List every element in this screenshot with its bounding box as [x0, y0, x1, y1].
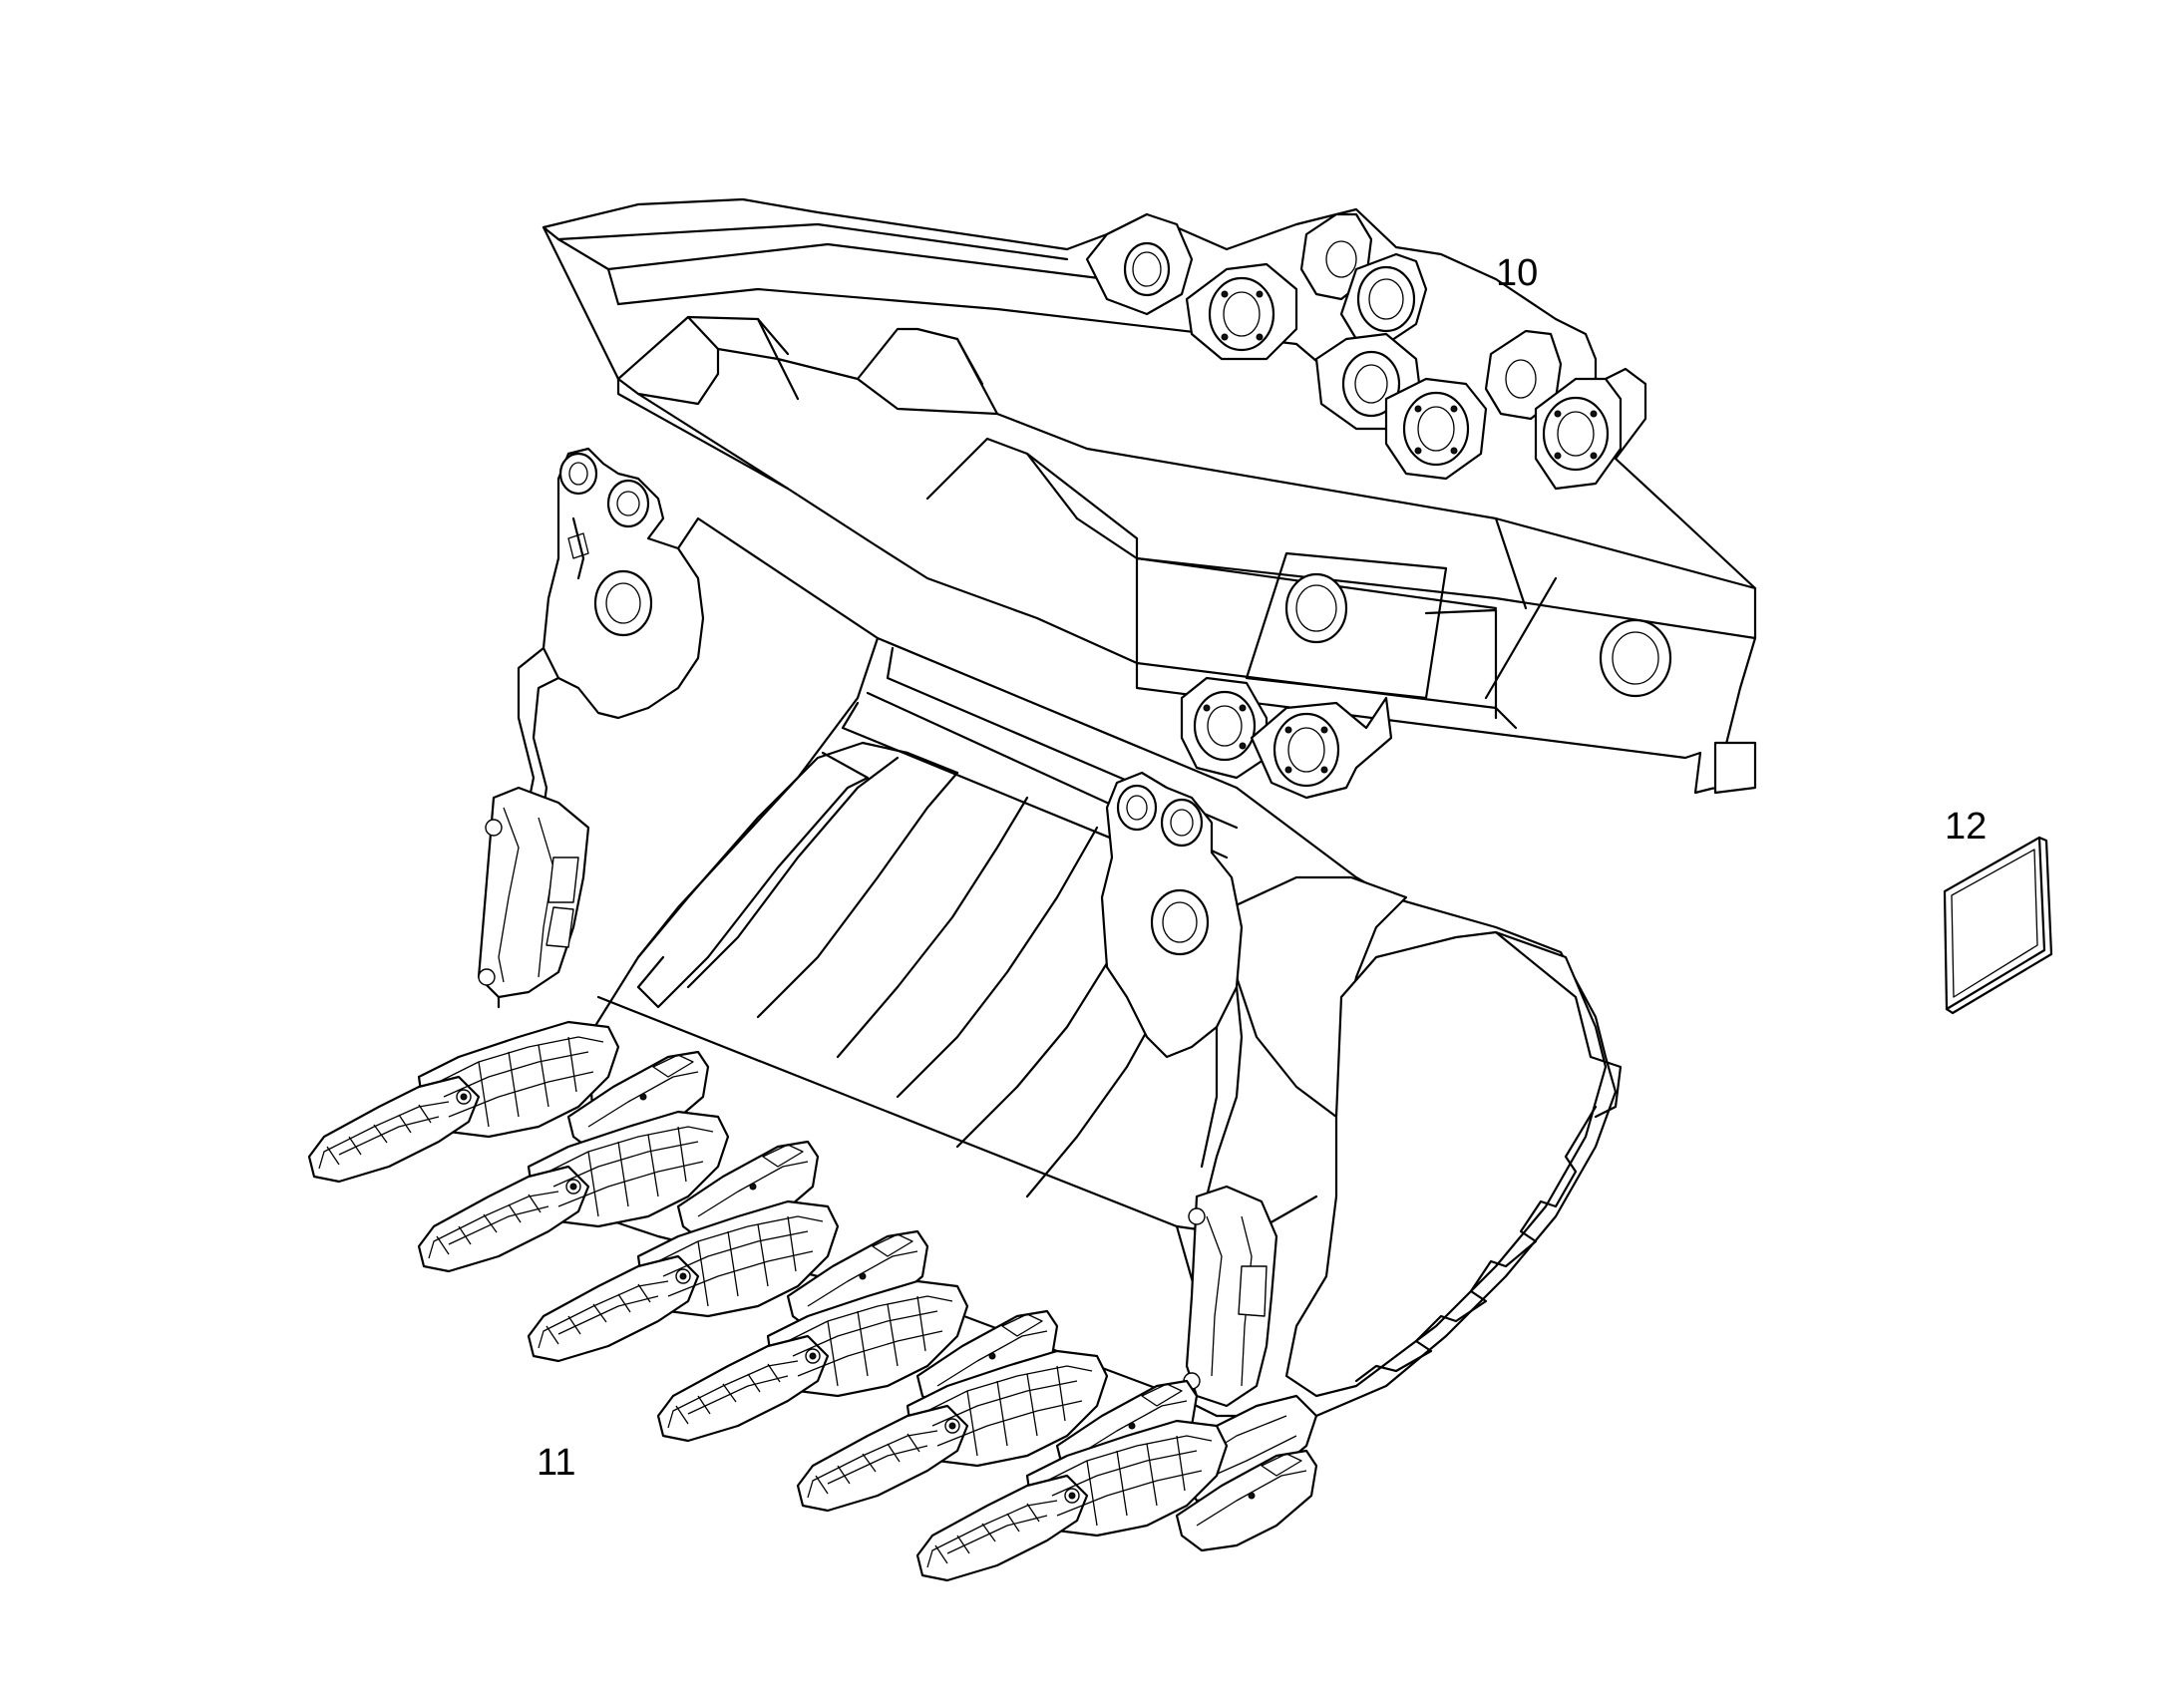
- bucket-link-frame: [542, 197, 1757, 800]
- callout-12-label: 12: [1945, 806, 1988, 848]
- callout-11-label: 11: [537, 1442, 576, 1484]
- decal-plate: [1943, 836, 2053, 1015]
- callout-10-label: 10: [1496, 252, 1539, 294]
- bucket-with-teeth: [477, 447, 1623, 1503]
